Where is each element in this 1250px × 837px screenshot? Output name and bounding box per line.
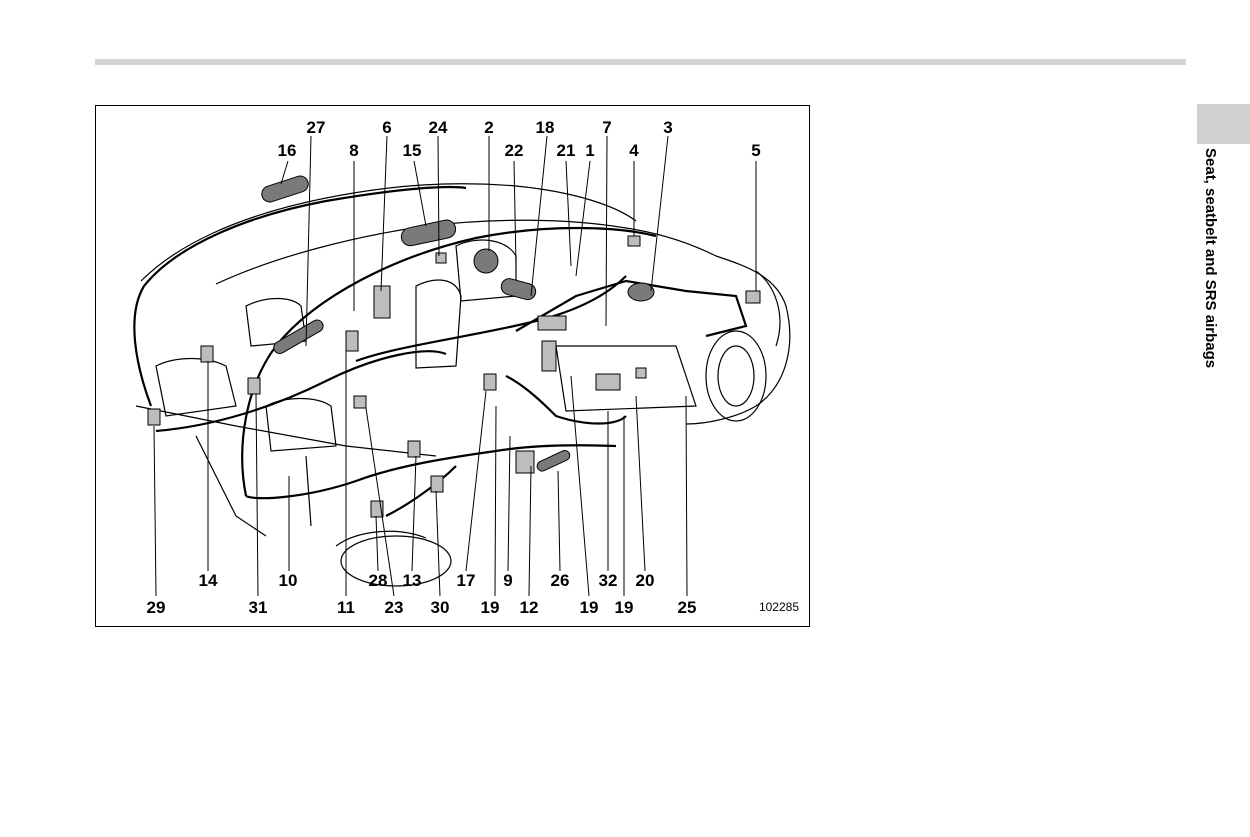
callout-12: 12 (520, 598, 539, 617)
top-rule (95, 59, 1186, 65)
chapter-title: Seat, seatbelt and SRS airbags (1202, 148, 1219, 369)
callout-28: 28 (369, 571, 388, 590)
callout-8: 8 (349, 141, 358, 160)
callout-24: 24 (429, 118, 448, 137)
harness-wires (133, 185, 748, 517)
callout-9: 9 (503, 571, 512, 590)
callout-18: 18 (536, 118, 555, 137)
callout-22: 22 (505, 141, 524, 160)
callout-25: 25 (678, 598, 697, 617)
callout-2: 2 (484, 118, 493, 137)
srs-component-diagram: 27 6 24 2 18 7 3 16 8 15 22 21 1 4 5 14 … (95, 105, 810, 627)
callout-30: 30 (431, 598, 450, 617)
callout-32: 32 (599, 571, 618, 590)
callout-1: 1 (585, 141, 594, 160)
vehicle-drawing (133, 135, 791, 597)
callout-21: 21 (557, 141, 576, 160)
callout-5: 5 (751, 141, 760, 160)
callout-19: 19 (580, 598, 599, 617)
figure-id: 102285 (759, 600, 799, 614)
callout-27: 27 (307, 118, 326, 137)
callout-16: 16 (278, 141, 297, 160)
callout-3: 3 (663, 118, 672, 137)
callout-6: 6 (382, 118, 391, 137)
airbag-modules (261, 175, 655, 472)
callout-14: 14 (199, 571, 218, 590)
callout-23: 23 (385, 598, 404, 617)
callout-4: 4 (629, 141, 639, 160)
callout-31: 31 (249, 598, 268, 617)
callout-19: 19 (615, 598, 634, 617)
callout-17: 17 (457, 571, 476, 590)
callout-29: 29 (147, 598, 166, 617)
callout-13: 13 (403, 571, 422, 590)
callout-15: 15 (403, 141, 422, 160)
chapter-tab (1197, 104, 1250, 144)
callout-10: 10 (279, 571, 298, 590)
callout-26: 26 (551, 571, 570, 590)
callout-19: 19 (481, 598, 500, 617)
connectors-sensors (147, 235, 761, 518)
callout-20: 20 (636, 571, 655, 590)
callout-11: 11 (337, 598, 355, 617)
callout-7: 7 (602, 118, 611, 137)
callout-labels: 27 6 24 2 18 7 3 16 8 15 22 21 1 4 5 14 … (147, 118, 800, 617)
leader-lines (153, 135, 757, 597)
